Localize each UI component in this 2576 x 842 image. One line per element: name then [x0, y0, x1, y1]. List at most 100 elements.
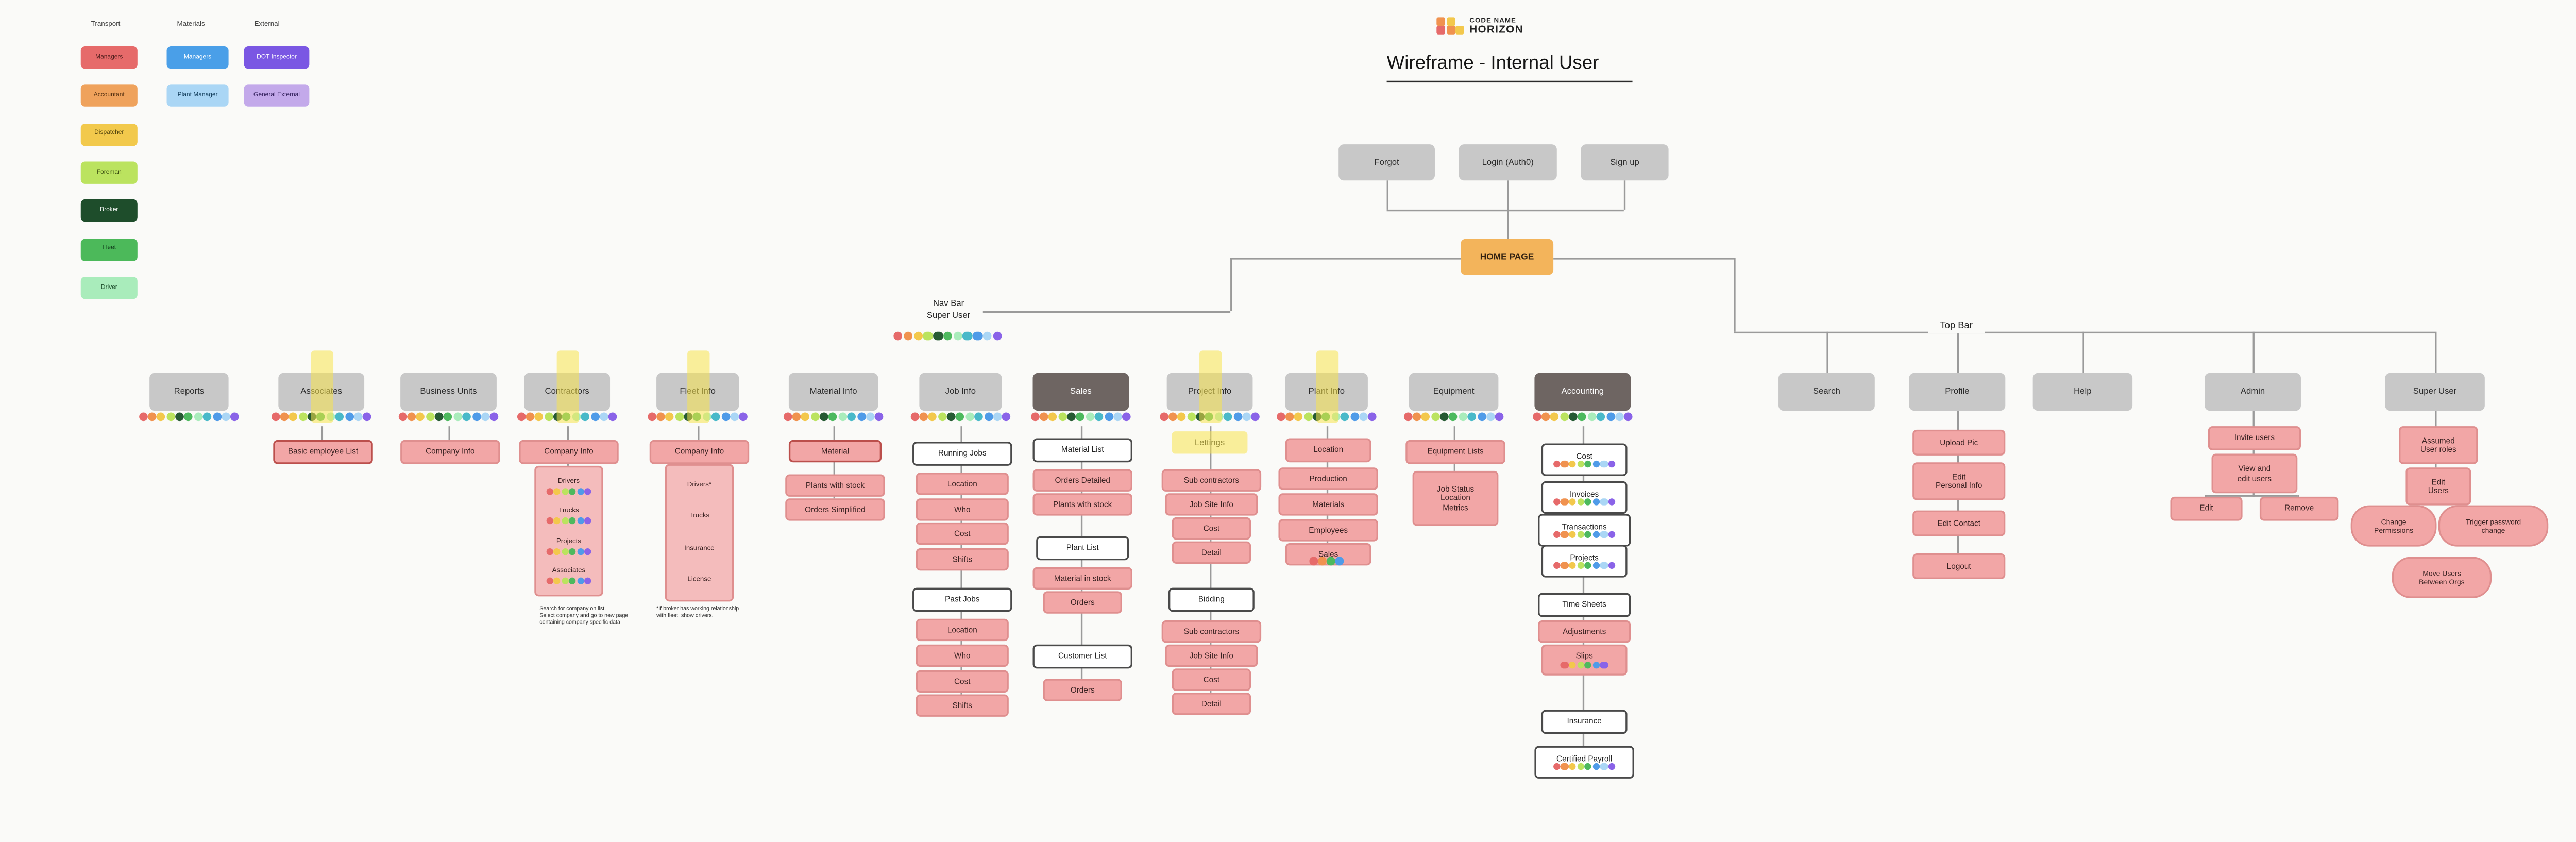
card-sub-contractors[interactable]: Sub contractors [1161, 469, 1262, 492]
section-header-plant-info[interactable]: Plant Info [1285, 373, 1368, 411]
outline-box-projects[interactable]: Projects [1541, 545, 1628, 578]
section-header-business-units[interactable]: Business Units [400, 373, 497, 411]
login-box[interactable]: Login (Auth0) [1459, 144, 1557, 181]
role-dot [866, 412, 875, 422]
outline-box-customer-list[interactable]: Customer List [1032, 644, 1132, 669]
outline-box-certified-payroll[interactable]: Certified Payroll [1534, 746, 1634, 779]
card-who[interactable]: Who [916, 498, 1009, 521]
section-header-fleet-info[interactable]: Fleet Info [656, 373, 739, 411]
card-company-info[interactable]: Company Info [400, 440, 500, 464]
card-company-info[interactable]: Company Info [649, 440, 750, 464]
role-dot [963, 331, 973, 341]
topbar-item-help[interactable]: Help [2032, 373, 2133, 411]
card-detail[interactable]: Detail [1172, 541, 1251, 564]
card-employees[interactable]: Employees [1278, 519, 1378, 542]
legend-chip-fleet[interactable]: Fleet [80, 238, 138, 261]
card-material-in-stock[interactable]: Material in stock [1032, 567, 1132, 590]
legend-chip-general-external[interactable]: General External [244, 85, 310, 107]
card-location[interactable]: Location [916, 618, 1009, 642]
role-dot [1608, 498, 1616, 506]
outline-box-transactions[interactable]: Transactions [1538, 514, 1631, 547]
legend-chip-driver[interactable]: Driver [80, 276, 138, 299]
card-cost[interactable]: Cost [916, 522, 1009, 545]
outline-box-running-jobs[interactable]: Running Jobs [912, 442, 1012, 466]
card-materials[interactable]: Materials [1278, 493, 1378, 516]
outline-box-time-sheets[interactable]: Time Sheets [1538, 593, 1631, 617]
outline-box-material-list[interactable]: Material List [1032, 438, 1132, 463]
card-equipment-lists[interactable]: Equipment Lists [1405, 440, 1505, 464]
role-dot [175, 412, 184, 422]
signup-box[interactable]: Sign up [1581, 144, 1669, 181]
card-production[interactable]: Production [1278, 467, 1378, 490]
card-company-info[interactable]: Company Info [519, 440, 619, 464]
section-header-equipment[interactable]: Equipment [1409, 373, 1499, 411]
card-cost[interactable]: Cost [916, 670, 1009, 693]
card-shifts[interactable]: Shifts [916, 694, 1009, 717]
card-logout[interactable]: Logout [1912, 553, 2006, 579]
card-location[interactable]: Location [916, 473, 1009, 495]
topbar-item-admin[interactable]: Admin [2205, 373, 2301, 411]
section-header-sales[interactable]: Sales [1032, 373, 1129, 411]
card-location[interactable]: Location [1285, 438, 1371, 463]
outline-box-plant-list[interactable]: Plant List [1036, 536, 1129, 561]
card-orders-detailed[interactable]: Orders Detailed [1032, 469, 1132, 492]
card-cost[interactable]: Cost [1172, 517, 1251, 540]
card-orders[interactable]: Orders [1043, 591, 1122, 614]
topbar-item-super-user[interactable]: Super User [2385, 373, 2485, 411]
legend-chip-dispatcher[interactable]: Dispatcher [80, 123, 138, 146]
section-header-job-info[interactable]: Job Info [919, 373, 1002, 411]
section-header-accounting[interactable]: Accounting [1534, 373, 1631, 411]
section-header-reports[interactable]: Reports [149, 373, 229, 411]
legend-chip-foreman[interactable]: Foreman [80, 161, 138, 184]
section-header-contractors[interactable]: Contractors [524, 373, 611, 411]
card-plants-with-stock[interactable]: Plants with stock [1032, 493, 1132, 516]
card-orders-simplified[interactable]: Orders Simplified [785, 498, 885, 521]
card-plants-with-stock[interactable]: Plants with stock [785, 474, 885, 497]
legend-chip-dot-inspector[interactable]: DOT Inspector [244, 46, 310, 69]
topbar-item-profile[interactable]: Profile [1909, 373, 2006, 411]
outline-box-invoices[interactable]: Invoices [1541, 481, 1628, 514]
home-page-box[interactable]: HOME PAGE [1461, 239, 1554, 275]
card-remove[interactable]: Remove [2259, 496, 2339, 521]
section-header-project-info[interactable]: Project Info [1166, 373, 1253, 411]
card-detail[interactable]: Detail [1172, 693, 1251, 715]
card-cost[interactable]: Cost [1172, 668, 1251, 691]
topbar-item-search[interactable]: Search [1778, 373, 1875, 411]
legend-chip-plant-manager[interactable]: Plant Manager [166, 85, 229, 107]
outline-box-past-jobs[interactable]: Past Jobs [912, 587, 1012, 612]
legend-chip-managers[interactable]: Managers [80, 46, 138, 69]
outline-box-cost[interactable]: Cost [1541, 443, 1628, 476]
legend-chip-accountant[interactable]: Accountant [80, 85, 138, 107]
legend-chip-managers[interactable]: Managers [166, 46, 229, 69]
outline-box-insurance[interactable]: Insurance [1541, 710, 1628, 734]
card-shifts[interactable]: Shifts [916, 548, 1009, 571]
card-adjustments[interactable]: Adjustments [1538, 620, 1631, 643]
card-edit-contact[interactable]: Edit Contact [1912, 510, 2006, 536]
forgot-box[interactable]: Forgot [1338, 144, 1435, 181]
card-who[interactable]: Who [916, 644, 1009, 667]
card-job-site-info[interactable]: Job Site Info [1165, 644, 1258, 667]
card-sub-contractors[interactable]: Sub contractors [1161, 620, 1262, 643]
card-upload-pic[interactable]: Upload Pic [1912, 429, 2006, 456]
section-header-material-info[interactable]: Material Info [788, 373, 878, 411]
section-header-associates[interactable]: Associates [278, 373, 365, 411]
card-slips[interactable]: Slips [1541, 644, 1628, 676]
card-job-site-info[interactable]: Job Site Info [1165, 493, 1258, 516]
outline-box-bidding[interactable]: Bidding [1168, 587, 1255, 612]
card-basic-employee-list[interactable]: Basic employee List [273, 440, 373, 464]
legend-chip-broker[interactable]: Broker [80, 199, 138, 222]
card-orders[interactable]: Orders [1043, 679, 1122, 701]
card-material[interactable]: Material [788, 440, 882, 463]
card-invite-users[interactable]: Invite users [2208, 426, 2301, 450]
card-edit[interactable]: Edit [2170, 496, 2243, 521]
